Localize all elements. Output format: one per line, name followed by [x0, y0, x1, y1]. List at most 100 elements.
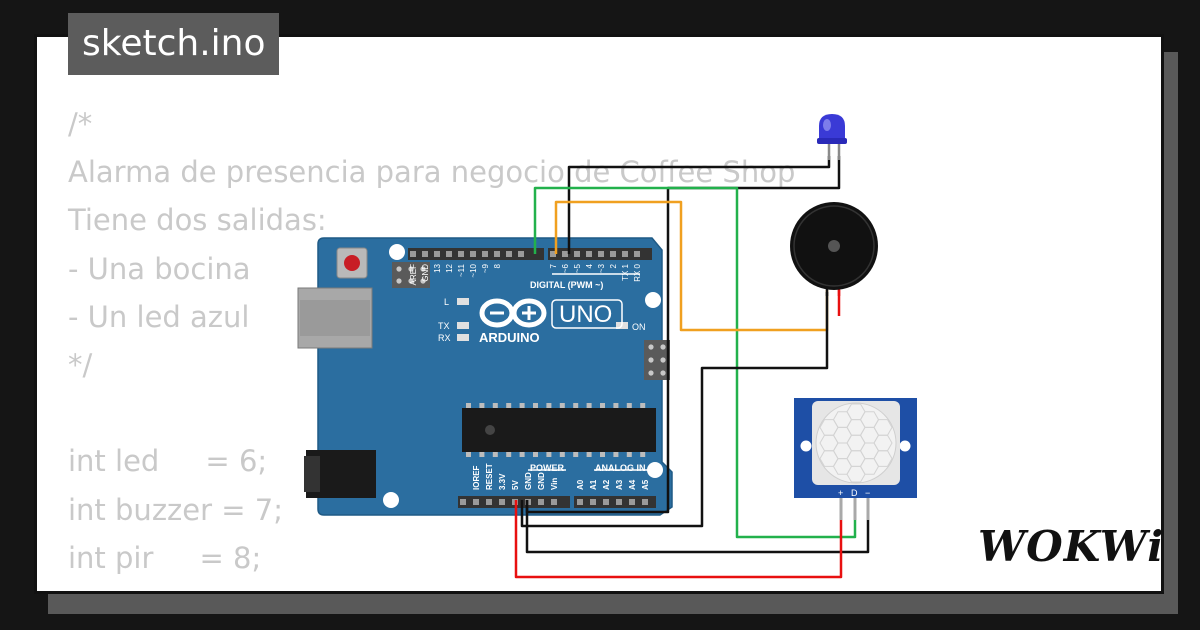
header-pin[interactable] — [598, 251, 604, 257]
header-pin[interactable] — [486, 499, 492, 505]
header-pin[interactable] — [629, 499, 635, 505]
code-line: - Una bocina — [68, 251, 251, 286]
arduino-logo-text: ARDUINO — [479, 330, 540, 345]
code-line: /* — [68, 107, 93, 141]
digital-pin-label: TX 1 — [621, 263, 630, 280]
header-pin[interactable] — [562, 251, 568, 257]
digital-pin-label: AREF — [409, 264, 418, 285]
header-pin[interactable] — [610, 251, 616, 257]
icsp-header-2 — [644, 340, 670, 380]
piezo-buzzer[interactable] — [790, 202, 878, 296]
pir-pin-label: D — [851, 488, 858, 498]
code-line: int buzzer = 7; — [68, 492, 283, 527]
l-led-label: L — [444, 297, 449, 307]
digital-pin-label: GND — [421, 264, 430, 282]
power-pin-label: 5V — [511, 480, 520, 490]
code-line: int led = 6; — [68, 444, 268, 479]
wire-pir-vcc[interactable] — [514, 500, 843, 579]
code-line: Alarma de presencia para negocio de Coff… — [68, 155, 796, 190]
digital-header-label: DIGITAL (PWM ~) — [530, 280, 603, 290]
power-jack — [304, 450, 376, 498]
header-pin[interactable] — [551, 499, 557, 505]
header-pin[interactable] — [473, 499, 479, 505]
digital-pin-label: ~11 — [457, 263, 466, 277]
code-editor[interactable]: /* Alarma de presencia para negocio de C… — [68, 100, 795, 582]
header-pin[interactable] — [538, 499, 544, 505]
blue-led[interactable] — [817, 114, 847, 160]
power-pin-label: GND — [524, 472, 533, 490]
wire-buzzer-gnd-2[interactable] — [520, 292, 829, 528]
header-pin[interactable] — [586, 251, 592, 257]
analog-pin-label: A1 — [589, 479, 598, 490]
power-pin-label: GND — [537, 472, 546, 490]
reset-button[interactable] — [336, 247, 368, 279]
header-pin[interactable] — [470, 251, 476, 257]
mounting-hole — [389, 244, 405, 260]
header-pin[interactable] — [616, 499, 622, 505]
buzzer-hole-icon — [828, 240, 840, 252]
mounting-hole — [899, 440, 911, 452]
header-pin[interactable] — [634, 251, 640, 257]
mounting-hole — [383, 492, 399, 508]
file-tab[interactable]: sketch.ino — [68, 13, 280, 75]
rx-led — [457, 334, 469, 341]
header-pin[interactable] — [603, 499, 609, 505]
pir-dome — [815, 402, 897, 484]
digital-pin-label: 13 — [433, 263, 442, 272]
analog-pin-label: A2 — [602, 479, 611, 490]
mounting-hole — [645, 292, 661, 308]
header-pin[interactable] — [518, 251, 524, 257]
digital-pin-label: ~10 — [469, 263, 478, 277]
header-pin[interactable] — [499, 499, 505, 505]
digital-pin-label: 4 — [585, 263, 594, 268]
arduino-logo-icon — [479, 298, 547, 328]
header-pin[interactable] — [506, 251, 512, 257]
digital-pin-label: ~6 — [561, 263, 570, 273]
header-pin[interactable] — [446, 251, 452, 257]
header-pin[interactable] — [577, 499, 583, 505]
header-pin[interactable] — [622, 251, 628, 257]
code-line: Tiene dos salidas: — [68, 203, 327, 238]
power-header-label: POWER — [530, 463, 565, 473]
wire-led-to-pin6[interactable] — [567, 156, 831, 254]
header-pin[interactable] — [482, 251, 488, 257]
header-pin[interactable] — [410, 251, 416, 257]
digital-pin-label: 7 — [549, 263, 558, 268]
board-model-label: UNO — [559, 301, 612, 328]
header-pin[interactable] — [458, 251, 464, 257]
rx-led-label: RX — [438, 333, 451, 343]
digital-pin-label: 8 — [493, 263, 502, 268]
power-pin-label: Vin — [550, 478, 559, 490]
header-pin[interactable] — [574, 251, 580, 257]
analog-pin-label: A0 — [576, 479, 585, 490]
analog-pin-label: A5 — [641, 479, 650, 490]
on-led-label: ON — [632, 322, 646, 332]
header-pin[interactable] — [550, 251, 556, 257]
l-led — [457, 298, 469, 305]
wokwi-logo: WOKWi — [978, 522, 1165, 571]
pir-motion-sensor[interactable]: + D − — [794, 398, 917, 520]
header-pin[interactable] — [494, 251, 500, 257]
digital-pin-label: 2 — [609, 263, 618, 268]
analog-pin-label: A4 — [628, 479, 637, 490]
power-pin-label: 3.3V — [498, 473, 507, 490]
analog-pin-label: A3 — [615, 479, 624, 490]
mounting-hole — [800, 440, 812, 452]
digital-pin-label: 12 — [445, 263, 454, 272]
wire-pir-data-to-pin8[interactable] — [533, 186, 857, 539]
icsp-header — [392, 262, 430, 288]
header-pin[interactable] — [422, 251, 428, 257]
pir-pin-label: − — [865, 488, 870, 498]
header-pin[interactable] — [434, 251, 440, 257]
header-pin[interactable] — [460, 499, 466, 505]
header-pin[interactable] — [590, 499, 596, 505]
digital-pin-label: ~5 — [573, 263, 582, 273]
code-line: int pir = 8; — [68, 540, 262, 575]
digital-pin-label: ~9 — [481, 263, 490, 273]
wire-pir-gnd[interactable] — [525, 500, 870, 554]
digital-pin-label: RX 0 — [633, 263, 642, 281]
header-pin[interactable] — [642, 499, 648, 505]
power-pin-label: IOREF — [472, 465, 481, 490]
